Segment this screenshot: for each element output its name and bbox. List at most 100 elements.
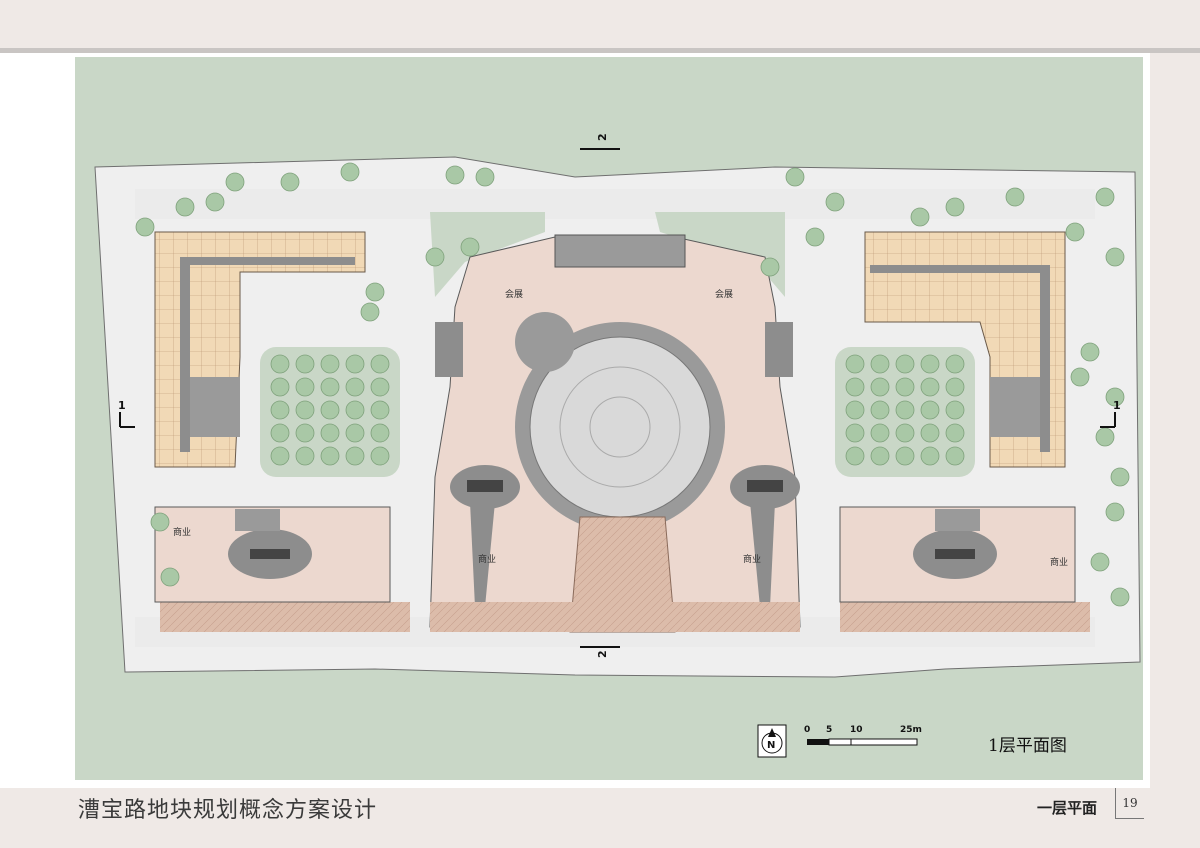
tree-icon <box>805 227 825 247</box>
tree-icon <box>895 446 915 466</box>
mall-east-core <box>765 322 793 377</box>
scale-label-10: 10 <box>850 725 863 735</box>
south-paving-right <box>840 602 1090 632</box>
tree-icon <box>845 446 865 466</box>
right-office-core <box>990 377 1040 437</box>
tree-icon <box>870 400 890 420</box>
tree-icon <box>1070 367 1090 387</box>
tree-icon <box>280 172 300 192</box>
tree-icon <box>370 446 390 466</box>
tree-icon <box>845 377 865 397</box>
tree-icon <box>845 423 865 443</box>
tree-icon <box>295 377 315 397</box>
svg-text:1: 1 <box>118 399 126 412</box>
label-retail-left: 商业 <box>173 526 191 538</box>
tree-icon <box>320 446 340 466</box>
tree-icon <box>295 423 315 443</box>
tree-icon <box>945 446 965 466</box>
label-retail-right: 商业 <box>1050 556 1068 568</box>
tree-icon <box>870 377 890 397</box>
rotunda-west-arm <box>470 502 495 607</box>
svg-text:2: 2 <box>596 650 609 658</box>
project-title: 漕宝路地块规划概念方案设计 <box>78 798 378 823</box>
rotunda-north-atrium <box>515 312 575 372</box>
plan-title: 1层平面图 <box>988 736 1067 756</box>
scale-label-25m: 25m <box>900 725 922 735</box>
tree-icon <box>825 192 845 212</box>
tree-icon <box>270 423 290 443</box>
page-number: 19 <box>1115 788 1144 819</box>
southwest-retail-core <box>235 509 280 531</box>
tree-icon <box>150 512 170 532</box>
scale-label-0: 0 <box>804 725 811 735</box>
tree-icon <box>270 377 290 397</box>
tree-icon <box>160 567 180 587</box>
tree-icon <box>870 423 890 443</box>
tree-icon <box>945 400 965 420</box>
tree-icon <box>895 354 915 374</box>
tree-icon <box>920 446 940 466</box>
tree-icon <box>270 354 290 374</box>
tree-icon <box>920 423 940 443</box>
svg-text:1: 1 <box>1113 399 1121 412</box>
tree-icon <box>345 354 365 374</box>
svg-text:N: N <box>767 740 775 751</box>
south-paving-center <box>430 602 800 632</box>
tree-icon <box>785 167 805 187</box>
tree-icon <box>910 207 930 227</box>
tree-icon <box>1105 502 1125 522</box>
tree-icon <box>425 247 445 267</box>
tree-icon <box>295 400 315 420</box>
tree-icon <box>1105 247 1125 267</box>
tree-icon <box>920 354 940 374</box>
tree-icon <box>895 400 915 420</box>
tree-icon <box>320 354 340 374</box>
tree-icon <box>1105 387 1125 407</box>
section-mark-right: 1 <box>1100 399 1121 428</box>
tree-icon <box>1065 222 1085 242</box>
tree-icon <box>1110 467 1130 487</box>
tree-icon <box>945 197 965 217</box>
tree-icon <box>270 400 290 420</box>
tree-icon <box>845 400 865 420</box>
tree-icon <box>1110 587 1130 607</box>
label-retail-center-right: 商业 <box>743 553 761 565</box>
tree-icon <box>225 172 245 192</box>
tree-icon <box>1080 342 1100 362</box>
tree-icon <box>370 377 390 397</box>
top-margin <box>0 0 1200 48</box>
north-arrow: N <box>757 724 787 758</box>
tree-icon <box>920 400 940 420</box>
mall-north-core <box>554 234 686 268</box>
tree-icon <box>370 423 390 443</box>
label-retail-center-left: 商业 <box>478 553 496 565</box>
svg-text:2: 2 <box>596 133 609 141</box>
tree-icon <box>295 354 315 374</box>
tree-icon <box>445 165 465 185</box>
tree-icon <box>920 377 940 397</box>
tree-icon <box>320 400 340 420</box>
tree-icon <box>175 197 195 217</box>
tree-icon <box>1095 427 1115 447</box>
tree-icon <box>345 446 365 466</box>
tree-icon <box>270 446 290 466</box>
rotunda-east-arm <box>750 502 775 607</box>
tree-icon <box>870 446 890 466</box>
tree-icon <box>475 167 495 187</box>
perimeter-trees <box>135 162 1130 607</box>
tree-icon <box>135 217 155 237</box>
right-tree-grid <box>845 354 965 466</box>
tree-icon <box>370 400 390 420</box>
tree-icon <box>460 237 480 257</box>
label-hall-right: 会展 <box>715 288 733 300</box>
tree-icon <box>845 354 865 374</box>
tree-icon <box>895 423 915 443</box>
tree-icon <box>370 354 390 374</box>
tree-icon <box>760 257 780 277</box>
tree-icon <box>295 446 315 466</box>
left-tree-grid <box>270 354 390 466</box>
southeast-retail-core <box>935 509 980 531</box>
mall-west-core <box>435 322 463 377</box>
north-road <box>135 189 1095 219</box>
tree-icon <box>345 377 365 397</box>
